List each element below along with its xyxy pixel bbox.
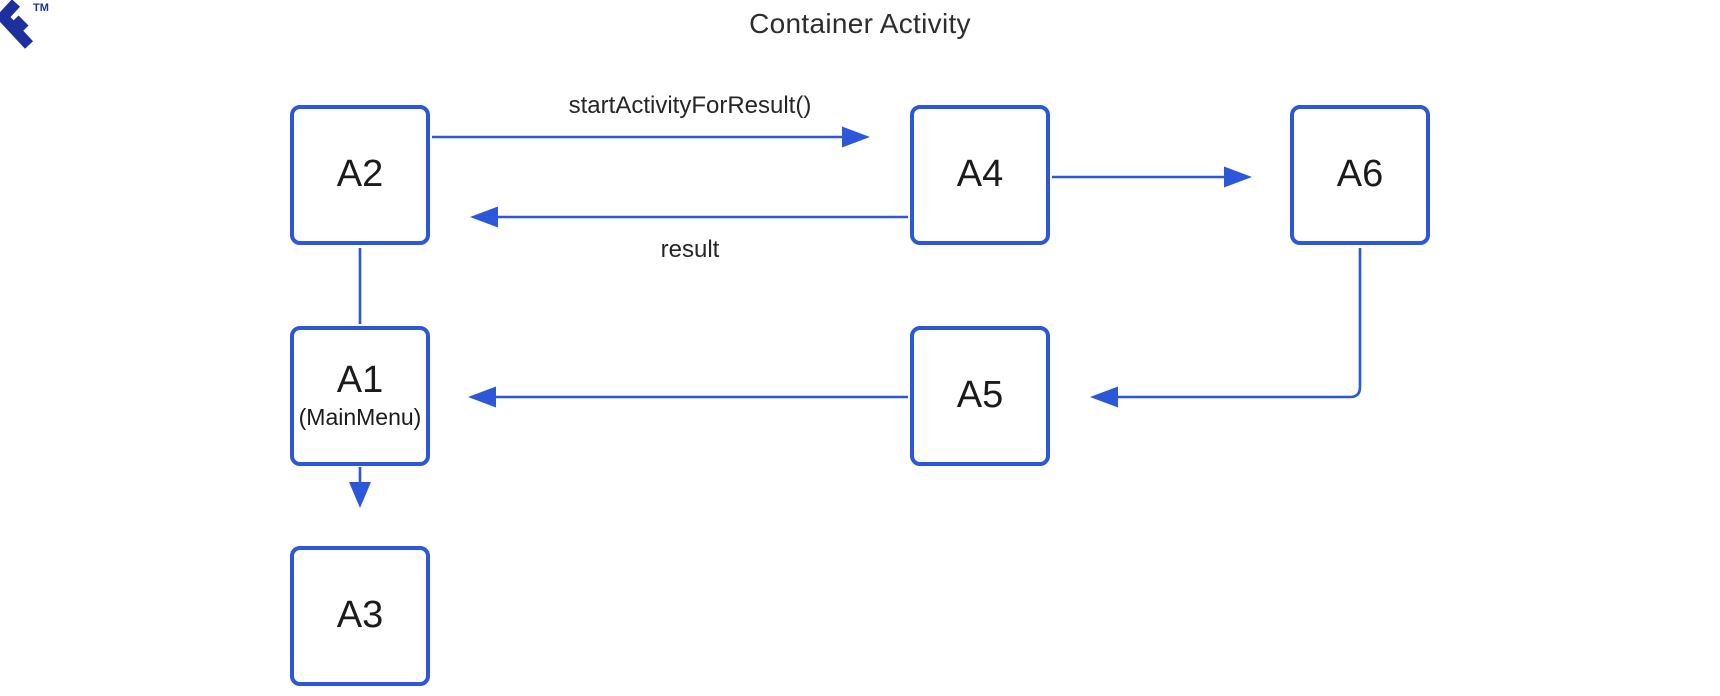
arrow-a2-to-a4 — [432, 126, 870, 148]
arrow-a4-to-a2-result — [470, 206, 908, 228]
page-title: Container Activity — [749, 8, 971, 39]
node-a6: A6 — [1290, 105, 1430, 245]
arrow-a5-to-a1 — [468, 386, 908, 408]
edge-label-result: result — [660, 236, 720, 263]
node-a4: A4 — [910, 105, 1050, 245]
toptal-logo-icon — [0, 0, 34, 49]
node-a1-label: A1 — [336, 359, 384, 402]
arrow-a6-to-a5 — [1090, 248, 1362, 408]
node-a4-label: A4 — [956, 153, 1004, 196]
node-a5: A5 — [910, 326, 1050, 466]
node-a6-label: A6 — [1336, 153, 1384, 196]
node-a2: A2 — [290, 105, 430, 245]
node-a2-label: A2 — [336, 153, 384, 196]
node-a3: A3 — [290, 546, 430, 686]
edge-label-start-activity-for-result: startActivityForResult() — [568, 92, 812, 119]
node-a5-label: A5 — [956, 374, 1004, 417]
trademark-label: TM — [33, 2, 49, 14]
arrow-a1-to-a3 — [349, 467, 371, 508]
node-a1: A1 (MainMenu) — [290, 326, 430, 466]
toptal-logo: TM — [0, 0, 64, 56]
node-a3-label: A3 — [336, 594, 384, 637]
arrow-a4-to-a6 — [1052, 166, 1252, 188]
node-a1-sublabel: (MainMenu) — [298, 403, 422, 430]
